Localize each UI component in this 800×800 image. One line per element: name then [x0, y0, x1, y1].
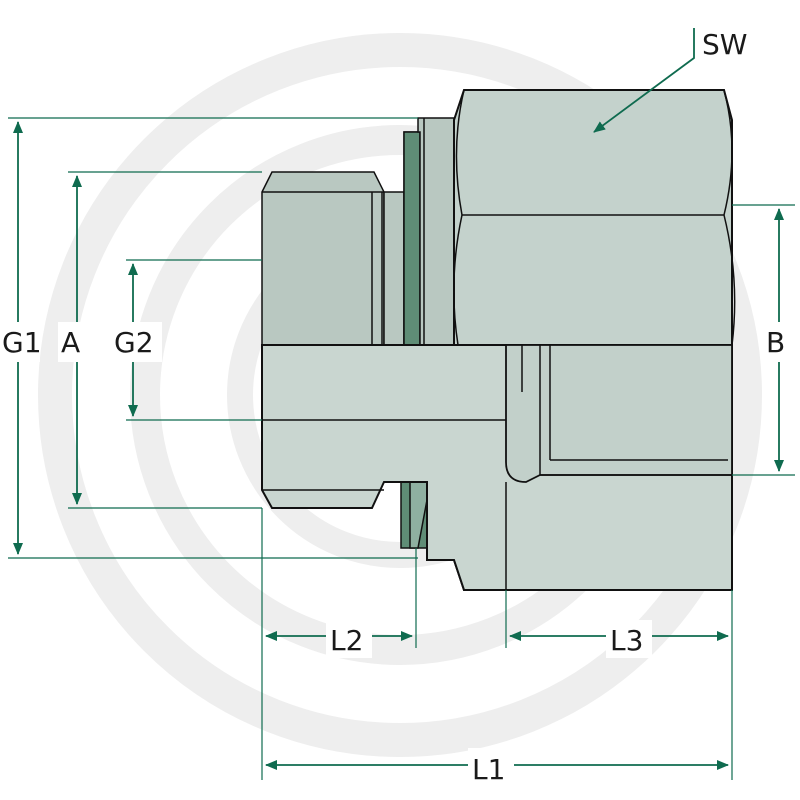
male-thread-upper: [261, 171, 385, 346]
label-l3: L3: [610, 624, 643, 657]
seal-ring-upper: [403, 131, 421, 346]
label-a: A: [61, 326, 80, 359]
label-g2: G2: [114, 326, 154, 359]
label-g1: G1: [2, 326, 42, 359]
collar: [383, 191, 405, 346]
label-l2: L2: [330, 624, 363, 657]
dimension-labels: SW G1 A G2 B L2 L3 L1: [2, 28, 785, 786]
leader-sw: [593, 28, 695, 133]
extension-lines: [8, 117, 795, 780]
fitting-body: [261, 89, 736, 591]
label-b: B: [766, 326, 785, 359]
label-sw: SW: [702, 28, 747, 61]
label-l1: L1: [472, 753, 505, 786]
